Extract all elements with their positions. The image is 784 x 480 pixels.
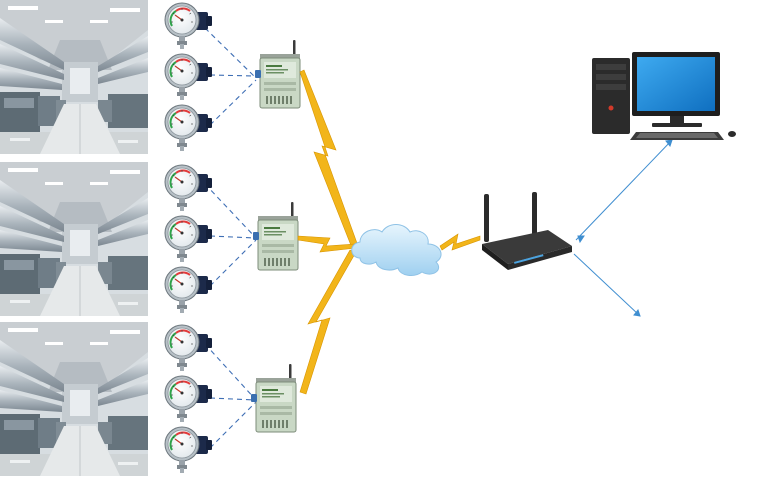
pressure-gauge-icon <box>164 266 213 314</box>
lightning-signal-icon <box>439 233 481 251</box>
wireless-collector-icon <box>252 201 299 271</box>
dashed-links <box>204 27 257 449</box>
cloud-icon <box>351 224 442 276</box>
lightning-signal-icon <box>299 69 359 249</box>
wireless-collector-2 <box>252 201 299 271</box>
pressure-gauge-icon <box>164 375 213 423</box>
network-arrows <box>573 139 673 317</box>
pressure-gauge-icon <box>164 426 213 474</box>
pressure-gauge-icon <box>164 164 213 212</box>
lightning-signal-icon <box>299 249 357 395</box>
gauge-group-2 <box>164 164 213 314</box>
gauge-group-1 <box>164 2 213 152</box>
pressure-gauge-icon <box>164 215 213 263</box>
substation-photo-2 <box>0 161 149 317</box>
wireless-collector-icon <box>250 363 297 433</box>
pressure-gauge-icon <box>164 104 213 152</box>
substation-photo-3 <box>0 321 149 477</box>
wireless-collector-1 <box>254 39 301 109</box>
desktop-computer-icon <box>592 52 736 140</box>
gauge-group-3 <box>164 324 213 474</box>
wireless-collector-3 <box>250 363 297 433</box>
wireless-router-icon <box>482 192 572 270</box>
pressure-gauge-icon <box>164 53 213 101</box>
pressure-gauge-icon <box>164 324 213 372</box>
wireless-collector-icon <box>254 39 301 109</box>
lightning-signal-icon <box>297 235 357 253</box>
pressure-gauge-icon <box>164 2 213 50</box>
substation-photo-1 <box>0 0 149 155</box>
